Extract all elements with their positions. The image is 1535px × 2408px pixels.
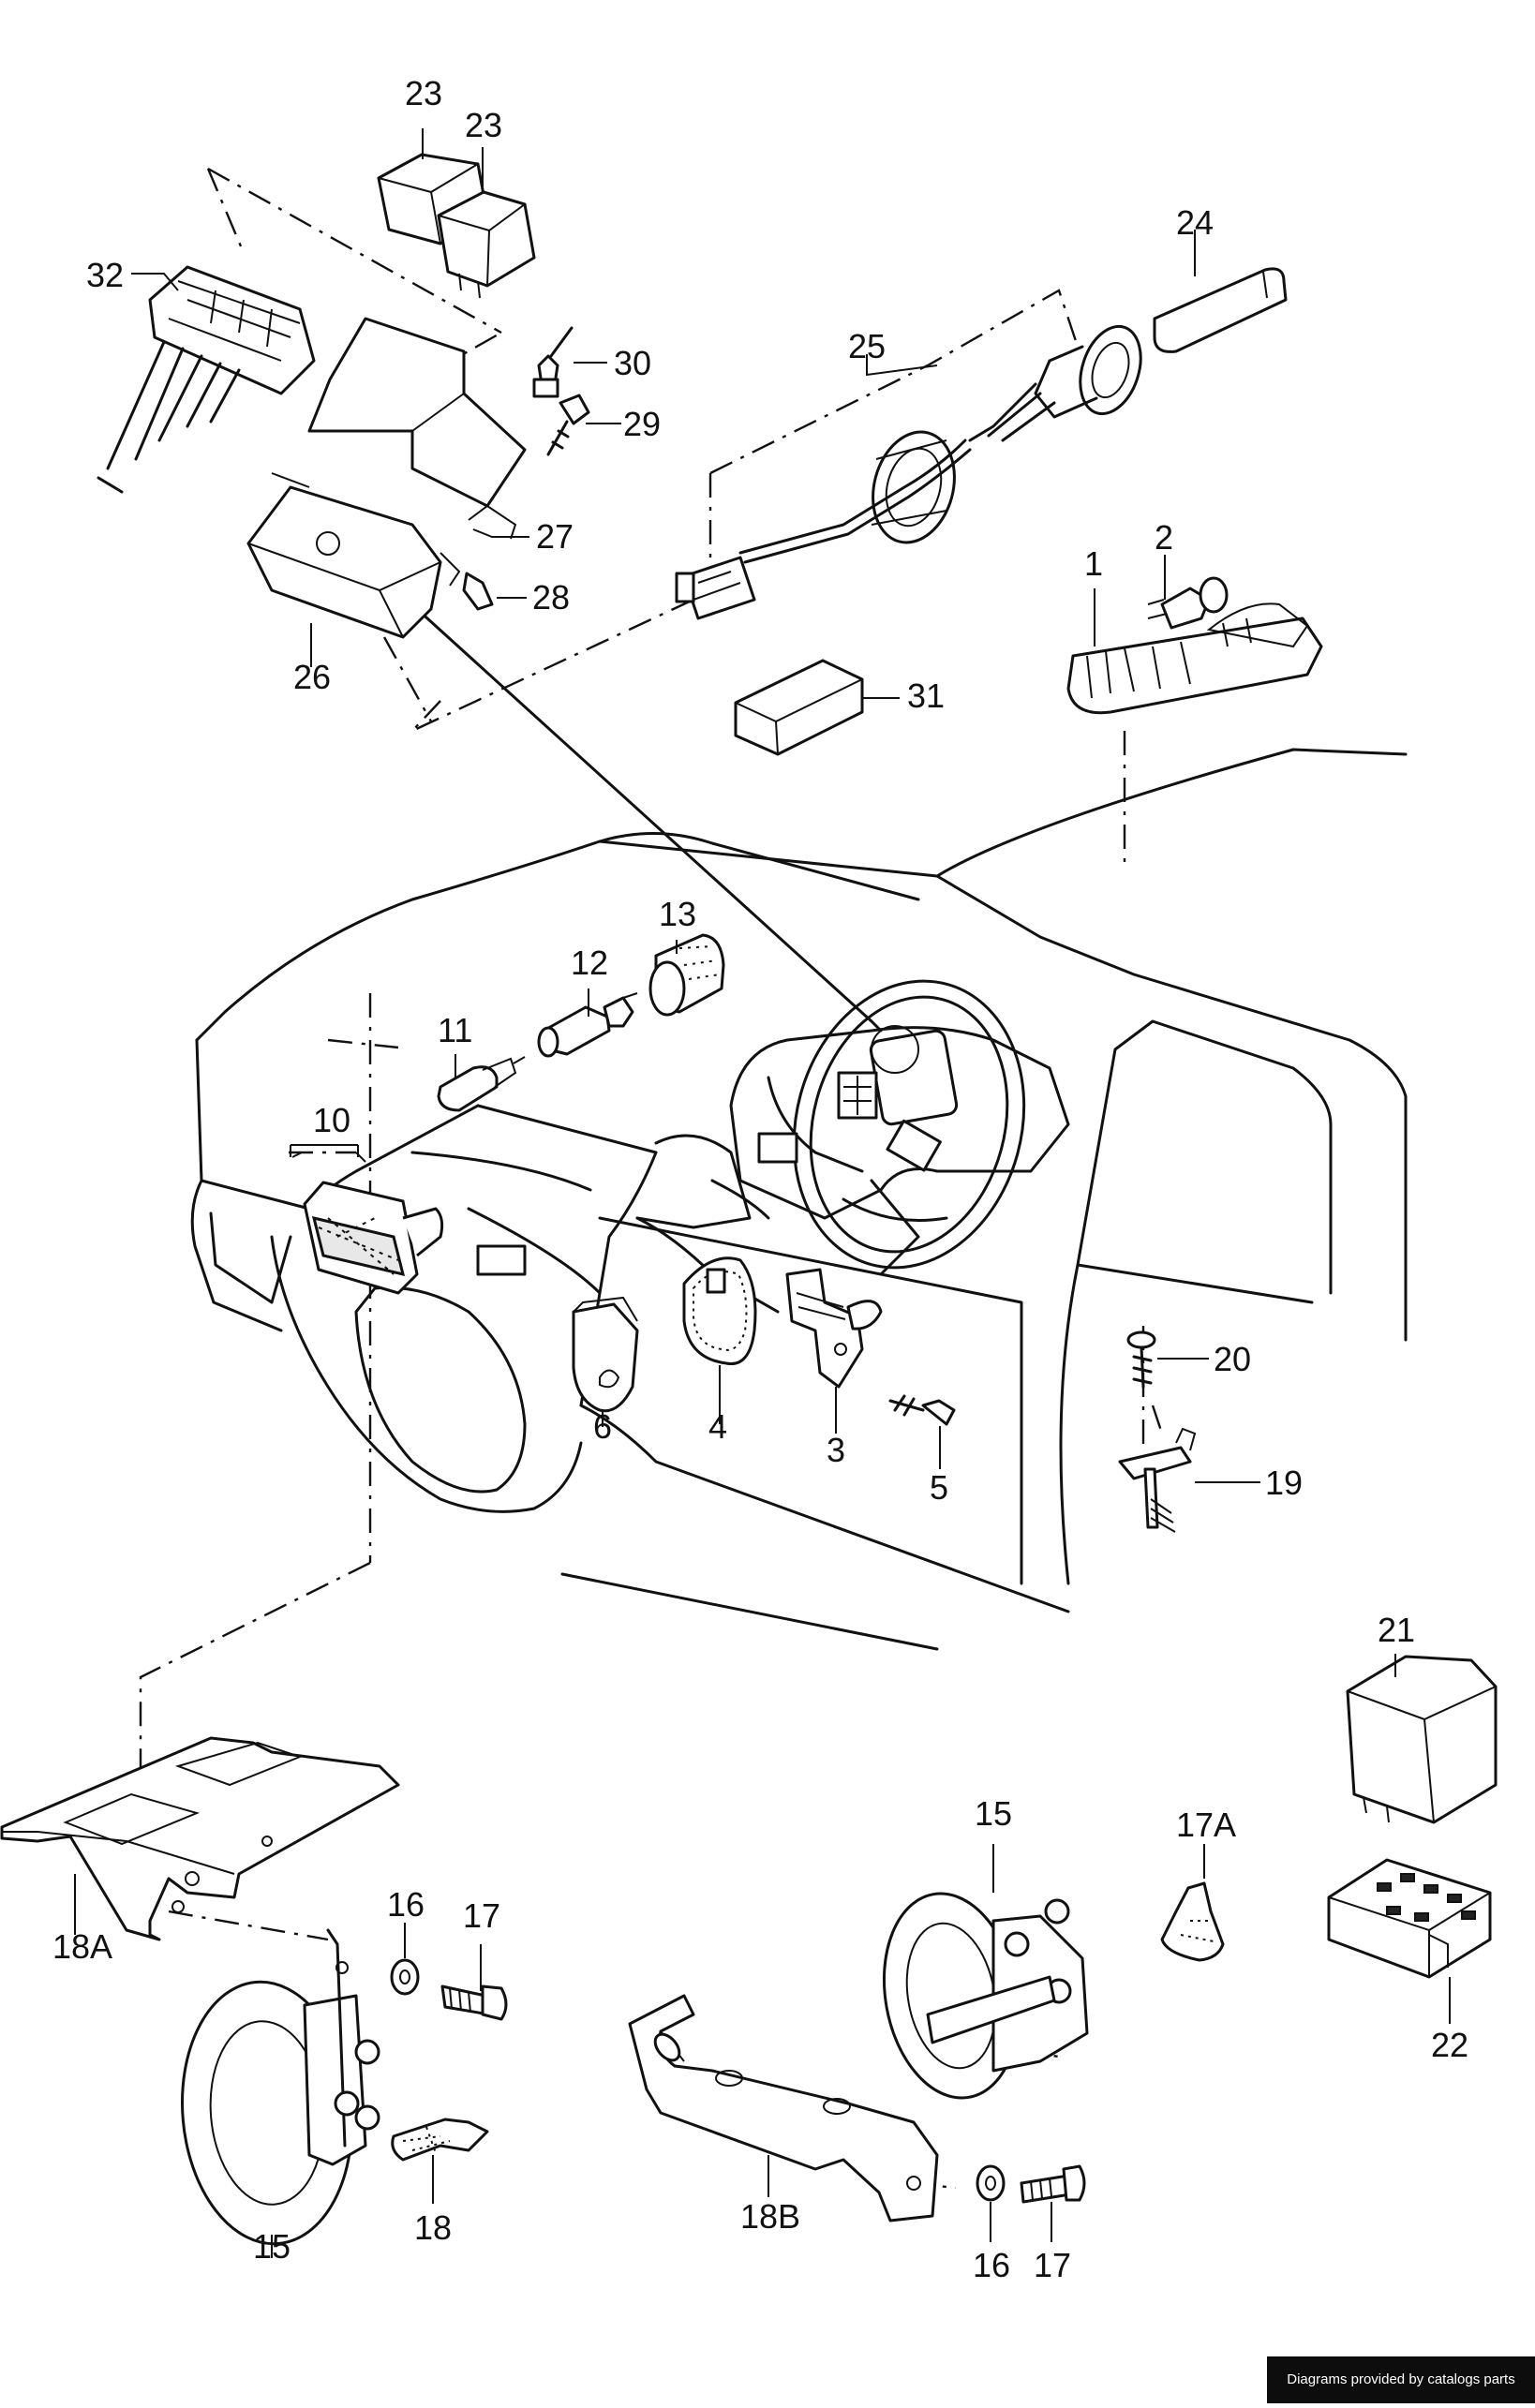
bulb-socket-13 bbox=[648, 933, 725, 1017]
label-10: 10 bbox=[313, 1101, 350, 1139]
label-24: 24 bbox=[1176, 203, 1214, 242]
bulb-holder-12 bbox=[537, 992, 638, 1058]
label-22: 22 bbox=[1431, 2026, 1468, 2064]
label-6: 6 bbox=[593, 1407, 612, 1446]
bulb-2 bbox=[1147, 576, 1229, 630]
bracket-18B bbox=[628, 1994, 939, 2222]
washer-16-left bbox=[390, 1958, 420, 1996]
connector-32 bbox=[97, 265, 316, 494]
screw-20 bbox=[1126, 1330, 1156, 1389]
label-20: 20 bbox=[1214, 1340, 1251, 1378]
label-25: 25 bbox=[848, 327, 886, 365]
cigarette-lighter-24 bbox=[1153, 267, 1288, 353]
callout-leaders bbox=[74, 128, 1451, 2258]
label-26: 26 bbox=[293, 658, 331, 696]
label-16-left: 16 bbox=[387, 1885, 425, 1924]
label-23a: 23 bbox=[405, 74, 442, 112]
label-11: 11 bbox=[438, 1011, 472, 1049]
label-30: 30 bbox=[614, 344, 651, 382]
label-17-left: 17 bbox=[463, 1896, 500, 1935]
label-3: 3 bbox=[827, 1431, 845, 1469]
screw-29 bbox=[546, 394, 590, 456]
relay-21 bbox=[1346, 1655, 1498, 1824]
bolt-17-right bbox=[1020, 2164, 1086, 2204]
door-contact-19 bbox=[1118, 1427, 1197, 1533]
callout-numbers: 23 23 32 30 29 27 28 26 24 25 2 1 31 13 … bbox=[52, 74, 1468, 2284]
label-19: 19 bbox=[1265, 1464, 1303, 1502]
label-2: 2 bbox=[1155, 518, 1173, 557]
relay-23-right bbox=[437, 190, 536, 299]
label-23b: 23 bbox=[465, 106, 502, 144]
label-15-left: 15 bbox=[253, 2227, 291, 2266]
foam-pad-31 bbox=[734, 659, 864, 756]
label-17A: 17A bbox=[1176, 1806, 1236, 1844]
label-13: 13 bbox=[659, 895, 696, 933]
control-unit-26 bbox=[246, 472, 461, 639]
screw-5 bbox=[888, 1394, 956, 1426]
label-21: 21 bbox=[1378, 1611, 1415, 1649]
bolt-17-left bbox=[440, 1984, 508, 2021]
cap-17A bbox=[1160, 1881, 1225, 1962]
label-29: 29 bbox=[623, 405, 661, 443]
clip-28 bbox=[462, 572, 494, 611]
switch-6 bbox=[572, 1296, 639, 1413]
label-5: 5 bbox=[930, 1468, 948, 1507]
switch-3 bbox=[785, 1268, 883, 1389]
label-4: 4 bbox=[708, 1407, 727, 1446]
leader-lines bbox=[139, 167, 1164, 2190]
label-12: 12 bbox=[571, 944, 608, 982]
switch-4 bbox=[682, 1256, 757, 1366]
relay-socket-22 bbox=[1327, 1858, 1492, 1979]
label-28: 28 bbox=[532, 578, 570, 617]
lamp-housing-1 bbox=[1066, 602, 1323, 715]
label-1: 1 bbox=[1084, 544, 1103, 583]
lighter-socket-25 bbox=[675, 324, 1142, 620]
horn-left-15 bbox=[181, 1928, 380, 2246]
label-18A: 18A bbox=[52, 1927, 112, 1966]
relay-bracket-27 bbox=[307, 317, 527, 540]
label-18B: 18B bbox=[740, 2197, 800, 2236]
horn-right-15 bbox=[882, 1892, 1089, 2100]
label-32: 32 bbox=[86, 256, 124, 294]
label-18: 18 bbox=[414, 2208, 452, 2247]
label-17-right: 17 bbox=[1034, 2246, 1071, 2284]
boot-18 bbox=[391, 2118, 489, 2162]
label-15-right: 15 bbox=[975, 1794, 1012, 1833]
washer-16-right bbox=[976, 2164, 1006, 2202]
rivet-30 bbox=[532, 326, 574, 398]
bracket-18A bbox=[0, 1736, 400, 1941]
credit-banner: Diagrams provided by catalogs parts bbox=[1267, 2356, 1535, 2403]
label-31: 31 bbox=[907, 676, 945, 715]
label-16-right: 16 bbox=[973, 2246, 1010, 2284]
switch-10 bbox=[291, 1152, 444, 1295]
label-27: 27 bbox=[536, 517, 574, 556]
bulb-11 bbox=[437, 1056, 526, 1112]
